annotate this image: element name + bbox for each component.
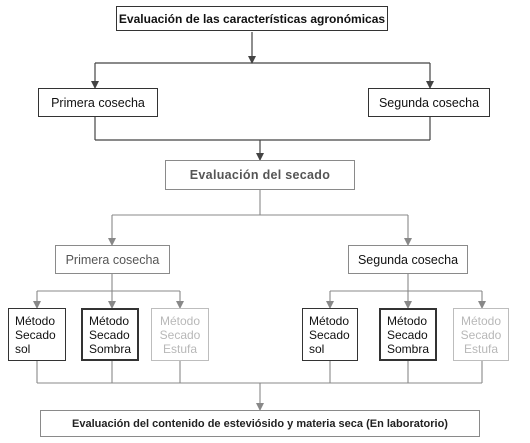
top-node-label: Evaluación de las características agronó…: [118, 11, 386, 26]
sub-harvest-2-node: Segunda cosecha: [348, 245, 468, 274]
method-line: sol: [15, 341, 31, 356]
method-right-oven: Método Secado Estufa: [453, 308, 509, 361]
method-line: Secado: [89, 327, 130, 342]
method-right-sun: Método Secado sol: [302, 308, 358, 361]
method-line: Método: [460, 313, 502, 328]
method-line: sol: [309, 341, 325, 356]
method-line: Método: [309, 313, 350, 328]
method-line: Secado: [460, 327, 502, 342]
method-line: Estufa: [463, 341, 499, 356]
drying-label: Evaluación del secado: [189, 168, 331, 182]
bottom-node-label: Evaluación del contenido de esteviósido …: [72, 417, 448, 430]
harvest-2-label: Segunda cosecha: [378, 95, 480, 110]
drying-node: Evaluación del secado: [165, 160, 355, 190]
method-left-oven: Método Secado Estufa: [151, 308, 209, 361]
sub-harvest-1-node: Primera cosecha: [55, 245, 170, 274]
method-line: Secado: [15, 327, 56, 342]
method-line: Método: [89, 313, 130, 328]
harvest-1-label: Primera cosecha: [51, 95, 145, 110]
method-line: Secado: [159, 327, 201, 342]
method-right-shade: Método Secado Sombra: [379, 308, 437, 361]
sub-harvest-2-label: Segunda cosecha: [357, 252, 459, 267]
harvest-2-node: Segunda cosecha: [368, 88, 490, 117]
method-line: Secado: [309, 327, 350, 342]
top-node: Evaluación de las características agronó…: [116, 6, 388, 31]
method-line: Sombra: [387, 341, 430, 356]
method-line: Método: [159, 313, 201, 328]
method-line: Sombra: [89, 341, 132, 356]
method-line: Secado: [387, 327, 428, 342]
method-left-shade: Método Secado Sombra: [81, 308, 139, 361]
sub-harvest-1-label: Primera cosecha: [65, 252, 160, 267]
method-left-sun: Método Secado sol: [8, 308, 66, 361]
harvest-1-node: Primera cosecha: [38, 88, 158, 117]
method-line: Estufa: [162, 341, 198, 356]
bottom-node: Evaluación del contenido de esteviósido …: [40, 410, 480, 437]
method-line: Método: [387, 313, 428, 328]
method-line: Método: [15, 313, 56, 328]
